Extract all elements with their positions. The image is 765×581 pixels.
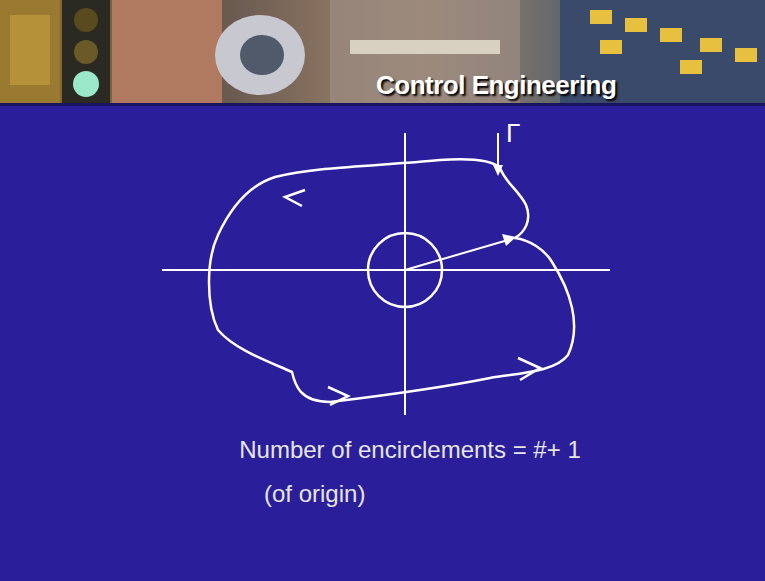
traffic-lamp: [73, 71, 99, 97]
leader-head: [493, 165, 503, 176]
direction-arrow: [328, 387, 348, 405]
contour-label: Γ: [506, 118, 520, 149]
contour-gamma: [209, 159, 574, 402]
phasor-head: [502, 234, 516, 246]
banner-shaft: [350, 40, 500, 54]
banner-lens: [240, 35, 284, 75]
traffic-lamp: [74, 8, 98, 32]
phasor-line: [405, 240, 508, 270]
real-axis: [162, 269, 610, 271]
banner-photo: [112, 0, 222, 105]
banner-photo: [10, 15, 50, 85]
banner-photo: [0, 0, 60, 105]
caption-text: Number of encirclements = #+ 1: [239, 436, 581, 464]
banner-title: Control Engineering: [376, 70, 616, 101]
direction-arrow: [285, 190, 305, 206]
banner-chips: [590, 10, 757, 74]
traffic-lamp: [74, 40, 98, 64]
traffic-light: [62, 0, 110, 105]
banner-edge: [0, 103, 765, 106]
banner: [0, 0, 765, 105]
banner-lens: [215, 15, 305, 95]
leader-arrow: [497, 133, 499, 168]
caption-note: (of origin): [264, 480, 365, 508]
direction-arrow: [518, 358, 540, 380]
imaginary-axis: [404, 133, 406, 415]
